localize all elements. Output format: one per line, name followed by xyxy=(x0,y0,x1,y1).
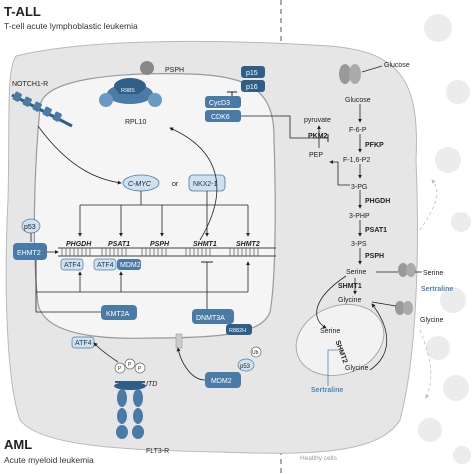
gene-shmt2: SHMT2 xyxy=(236,241,260,248)
gene-psat1: PSAT1 xyxy=(108,241,130,248)
atf4-label-b: ATF4 xyxy=(97,262,114,269)
mdm2-box xyxy=(205,372,241,388)
gene-psph: PSPH xyxy=(150,241,170,248)
ehmt2-label: EHMT2 xyxy=(17,250,41,257)
p15-box xyxy=(241,66,265,78)
phospho-2 xyxy=(124,358,136,370)
phospho-3 xyxy=(134,362,146,374)
r882h-label: R882H xyxy=(229,328,246,334)
kmt2a-box xyxy=(101,305,137,320)
nuclear-pore xyxy=(175,333,183,349)
glycine-label: Glycine xyxy=(338,297,361,304)
mitochondrion xyxy=(295,304,385,376)
psat1-enzyme-label: PSAT1 xyxy=(365,227,387,234)
cycd3-box xyxy=(205,96,241,108)
p-label-3: P xyxy=(138,366,142,372)
aml-title: AML xyxy=(4,437,32,452)
mito-serine-label: Serine xyxy=(320,328,340,335)
aml-subtitle: Acute myeloid leukemia xyxy=(4,455,94,465)
healthy-cells-label: Healthy cells xyxy=(300,455,338,462)
glucose-inside-label: Glucose xyxy=(345,97,371,104)
serine-outside-label: Serine xyxy=(423,270,443,277)
f16p2-label: F-1,6-P2 xyxy=(343,157,370,164)
sertraline-label-a: Sertraline xyxy=(421,286,453,293)
atf4-box-b xyxy=(93,258,117,271)
pfkp-label: PFKP xyxy=(365,142,384,149)
notch1-receptor-icon xyxy=(11,91,73,128)
glycine-transporter-icon-b xyxy=(403,301,413,315)
glycine-transporter-icon xyxy=(395,301,405,315)
p16-box xyxy=(241,80,265,92)
f6p-label: F-6-P xyxy=(349,127,367,134)
pkm2-label: PKM2 xyxy=(308,133,328,140)
cdk6-box xyxy=(205,110,241,122)
tall-subtitle: T-cell acute lymphoblastic leukemia xyxy=(4,21,138,31)
cmyc-label: C-MYC xyxy=(128,181,152,188)
psph-protein-label: PSPH xyxy=(165,67,184,74)
glucose-transporter-icon xyxy=(339,64,351,84)
gene-shmt1: SHMT1 xyxy=(193,241,217,248)
cycd3-label: CycD3 xyxy=(209,100,230,107)
p15-label: p15 xyxy=(246,70,258,77)
serine-transporter-icon xyxy=(398,263,408,277)
flt3-receptor-icon xyxy=(114,381,146,439)
p53-label-bottom: p53 xyxy=(240,364,251,370)
serine-label: Serine xyxy=(346,269,366,276)
p-label-2: P xyxy=(128,362,132,368)
r98s-label: R98S xyxy=(121,88,135,94)
mito-glycine-label: Glycine xyxy=(345,365,368,372)
psph-protein-icon xyxy=(140,61,154,75)
gene-phgdh: PHGDH xyxy=(66,241,92,248)
ps3-label: 3-PS xyxy=(351,241,367,248)
atf4-label-a: ATF4 xyxy=(64,262,81,269)
php3-label: 3-PHP xyxy=(349,213,370,220)
pg3-label: 3-PG xyxy=(351,184,367,191)
mdm2-box-small xyxy=(117,259,141,270)
p16-label: p16 xyxy=(246,84,258,91)
phgdh-enzyme-label: PHGDH xyxy=(365,198,390,205)
p53-label-top: p53 xyxy=(24,224,36,231)
p53-oval-bottom xyxy=(237,358,255,372)
glucose-outside-label: Glucose xyxy=(384,62,410,69)
shmt1-enzyme-label: SHMT1 xyxy=(338,283,362,290)
mdm2-label: MDM2 xyxy=(211,378,232,385)
or-label: or xyxy=(172,181,179,188)
glucose-transporter-icon-b xyxy=(349,64,361,84)
r98s-badge xyxy=(118,84,140,94)
pep-label: PEP xyxy=(309,152,323,159)
atf4-box-a xyxy=(60,258,84,271)
psph-enzyme-label: PSPH xyxy=(365,253,384,260)
dnmt3a-label: DNMT3A xyxy=(196,315,225,322)
kmt2a-label: KMT2A xyxy=(106,311,130,318)
sertraline-label-b: Sertraline xyxy=(311,387,343,394)
dna-strand xyxy=(58,247,276,257)
ub-circle xyxy=(250,346,262,358)
pyruvate-label: pyruvate xyxy=(304,117,331,124)
nkx21-label: NKX2-1 xyxy=(193,181,218,188)
cdk6-label: CDK6 xyxy=(211,114,230,121)
mdm2-label-small: MDM2 xyxy=(120,262,141,269)
tall-title: T-ALL xyxy=(4,4,41,19)
ub-label: Ub xyxy=(252,350,259,356)
flt3-label: FLT3-R xyxy=(146,448,169,455)
r882h-badge xyxy=(226,324,252,335)
rpl10-label: RPL10 xyxy=(125,119,147,126)
dnmt3a-box xyxy=(192,309,234,324)
phospho-1 xyxy=(114,362,126,374)
notch1-label: NOTCH1-R xyxy=(12,81,48,88)
serine-transporter-icon-b xyxy=(406,263,416,277)
p-label-1: P xyxy=(118,366,122,372)
nucleus xyxy=(33,73,276,339)
healthy-cells xyxy=(418,14,471,464)
itd-label: ITD xyxy=(146,381,157,388)
ehmt2-box xyxy=(13,243,47,260)
glycine-outside-label: Glycine xyxy=(420,317,443,324)
atf4-label-cyto: ATF4 xyxy=(75,340,92,347)
